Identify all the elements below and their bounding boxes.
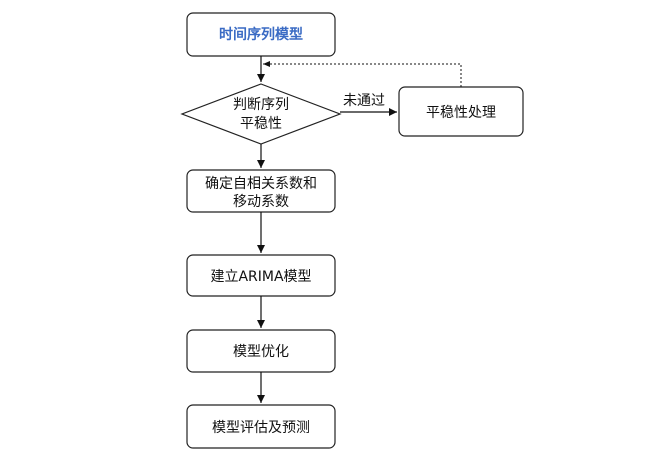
decision-label-line1: 判断序列 [233, 97, 289, 113]
node-determine-coefficients: 确定自相关系数和 移动系数 [186, 169, 336, 213]
edge-loop-back [263, 61, 462, 87]
coefficients-label-line1: 确定自相关系数和 [205, 176, 317, 192]
node-stationarity-decision: 判断序列 平稳性 [180, 83, 342, 145]
node-stationarity-processing: 平稳性处理 [398, 86, 524, 137]
build-arima-label: 建立ARIMA模型 [210, 269, 311, 285]
optimization-label: 模型优化 [233, 344, 289, 360]
decision-label-line2: 平稳性 [240, 116, 282, 132]
node-build-arima: 建立ARIMA模型 [186, 254, 336, 297]
edge-fail-label: 未通过 [343, 93, 385, 109]
stationarity-processing-label: 平稳性处理 [426, 105, 496, 121]
evaluation-label: 模型评估及预测 [212, 420, 310, 436]
node-model-evaluation: 模型评估及预测 [186, 404, 336, 449]
node-time-series-model: 时间序列模型 [186, 12, 336, 57]
node-model-optimization: 模型优化 [186, 329, 336, 373]
node-time-series-model-label: 时间序列模型 [219, 26, 303, 43]
coefficients-label-line2: 移动系数 [233, 194, 289, 210]
